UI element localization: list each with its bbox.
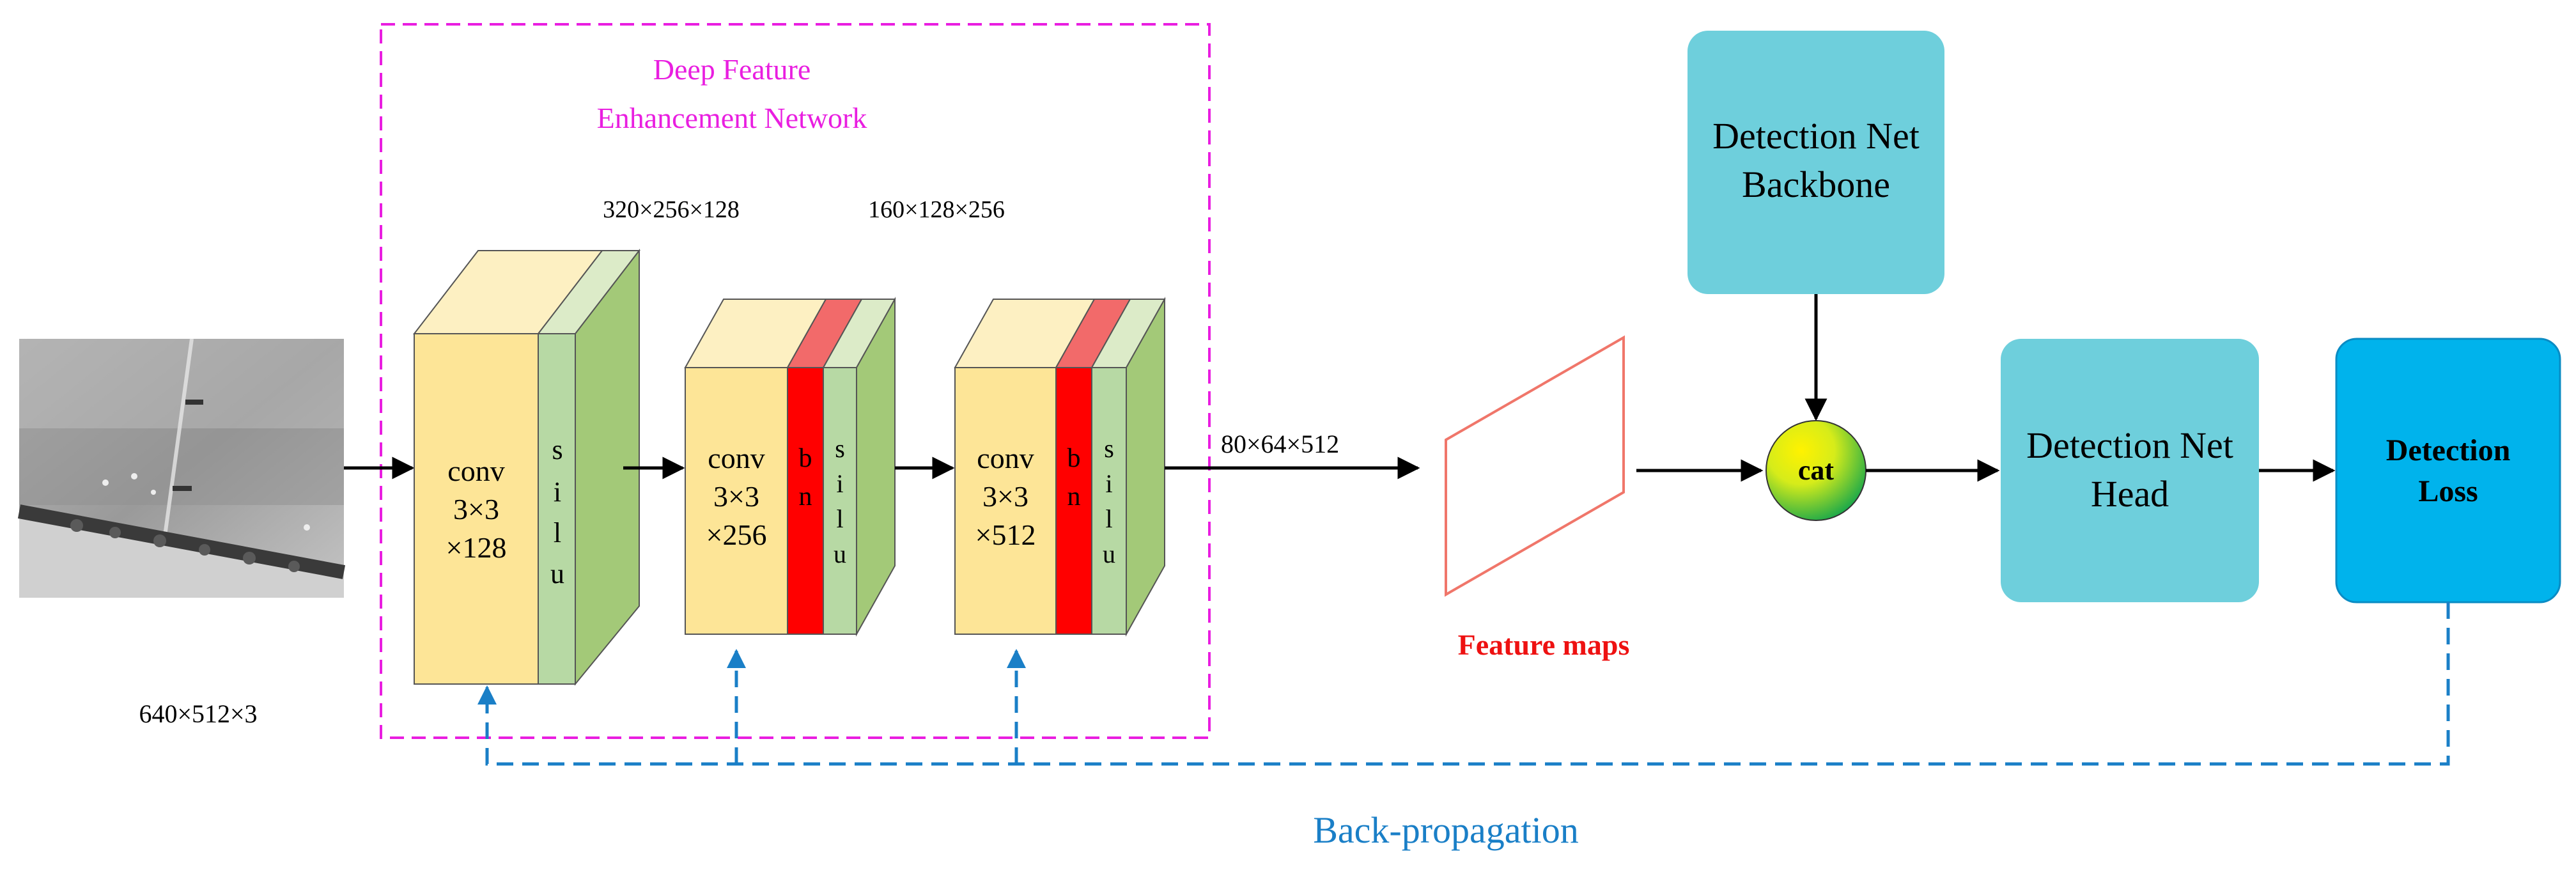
concat-node: cat: [1765, 420, 1866, 521]
network-title-line1: Deep Feature: [653, 53, 811, 86]
block3-silu-s: s: [1104, 434, 1114, 463]
detection-loss-box: Detection Loss: [2335, 338, 2561, 603]
block2-silu-i: i: [836, 469, 843, 498]
block3-conv-label: conv: [977, 442, 1034, 474]
block2-silu-s: s: [835, 434, 845, 463]
block1-silu-l: l: [554, 517, 561, 549]
input-dims-label: 640×512×3: [139, 699, 257, 728]
block3-silu-u: u: [1103, 540, 1115, 568]
loss-label-line2: Loss: [2418, 474, 2478, 508]
output-dims-label: 80×64×512: [1221, 430, 1339, 458]
block2-dims-label: 320×256×128: [603, 196, 740, 223]
block1-kernel-label: 3×3: [453, 493, 499, 526]
block2-bn-n: n: [799, 482, 812, 511]
block3-bn-n: n: [1067, 482, 1081, 511]
enhancement-network-boundary: [380, 23, 1211, 739]
block3-silu-l: l: [1105, 504, 1112, 533]
block3-kernel-label: 3×3: [982, 480, 1028, 513]
feature-maps-shape: [1445, 335, 1625, 597]
conv-block-3: conv 3×3 ×512 b n s i l u: [954, 297, 1166, 637]
block3-bn-b: b: [1067, 444, 1081, 473]
block2-silu-l: l: [836, 504, 843, 533]
block1-conv-label: conv: [447, 455, 504, 487]
block3-channels-label: ×512: [975, 518, 1036, 551]
backbone-label-line1: Detection Net: [1712, 115, 1920, 157]
block1-silu-s: s: [552, 434, 563, 465]
head-label-line2: Head: [2091, 473, 2169, 515]
block1-silu-u: u: [550, 558, 564, 589]
network-title-line2: Enhancement Network: [597, 102, 867, 134]
block2-channels-label: ×256: [706, 518, 767, 551]
detection-backbone-box: Detection Net Backbone: [1688, 31, 1944, 294]
feature-maps-label: Feature maps: [1458, 628, 1630, 661]
block1-channels-label: ×128: [446, 531, 507, 564]
conv-block-2: conv 3×3 ×256 b n s i l u: [684, 297, 896, 637]
input-image: [17, 338, 346, 598]
block3-dims-label: 160×128×256: [868, 196, 1005, 223]
backprop-label: Back-propagation: [1313, 809, 1579, 851]
cat-label: cat: [1798, 455, 1835, 486]
backprop-path: [477, 602, 2450, 766]
head-label-line1: Detection Net: [2026, 424, 2233, 466]
block2-silu-u: u: [834, 540, 846, 568]
block1-silu-i: i: [554, 476, 561, 508]
block2-bn-b: b: [799, 444, 812, 473]
detection-head-box: Detection Net Head: [2001, 339, 2259, 602]
conv-block-1: conv 3×3 ×128 s i l u: [412, 249, 641, 686]
backbone-label-line2: Backbone: [1742, 164, 1890, 205]
loss-label-line1: Detection: [2386, 433, 2511, 467]
block3-silu-i: i: [1105, 469, 1112, 498]
block2-conv-label: conv: [708, 442, 764, 474]
block2-kernel-label: 3×3: [713, 480, 759, 513]
